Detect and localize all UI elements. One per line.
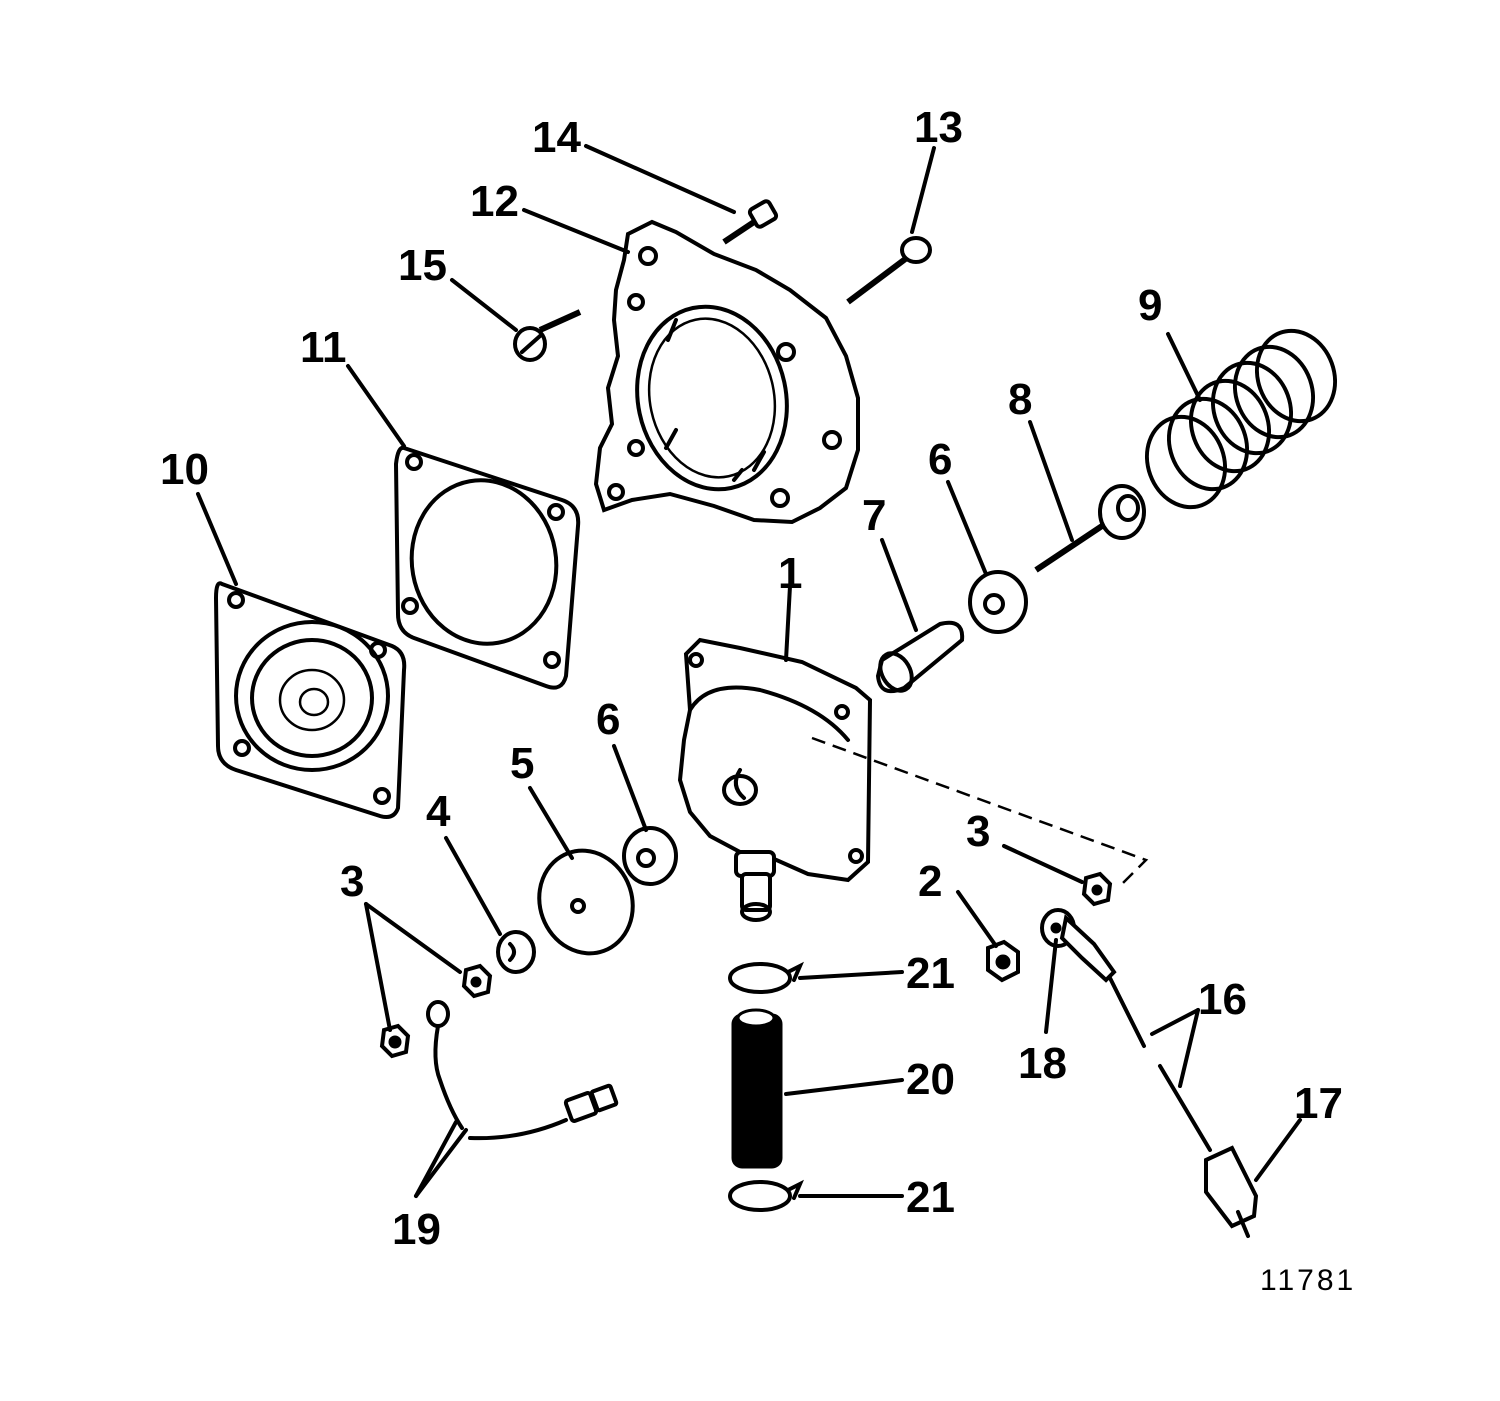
part-3-nut-b (379, 1023, 411, 1059)
part-12-bracket (593, 219, 860, 525)
part-17-terminal (1204, 1145, 1259, 1238)
callout-3-right: 3 (966, 807, 990, 856)
callout-9: 9 (1138, 281, 1162, 330)
part-10-diaphragm (213, 581, 407, 819)
callout-17: 17 (1294, 1079, 1343, 1128)
figure-number: 11781 (1260, 1264, 1356, 1297)
part-16-link (1059, 914, 1212, 1152)
callout-12: 12 (470, 177, 519, 226)
part-9-spring (1144, 328, 1338, 510)
callout-5: 5 (510, 739, 534, 788)
callout-7: 7 (862, 491, 886, 540)
callout-8: 8 (1008, 375, 1032, 424)
part-3-nut-c (1081, 871, 1113, 907)
callout-10: 10 (160, 445, 209, 494)
part-8-bolt (1034, 484, 1146, 573)
callout-21-upper: 21 (906, 949, 955, 998)
callout-15: 15 (398, 241, 447, 290)
part-11-gasket (393, 445, 581, 690)
part-6-washer-upper (968, 570, 1028, 634)
callout-1: 1 (778, 549, 802, 598)
callout-2: 2 (918, 857, 942, 906)
part-1-pump-body (677, 637, 873, 922)
callout-20: 20 (906, 1055, 955, 1104)
callout-4: 4 (426, 787, 451, 836)
callout-19: 19 (392, 1205, 441, 1254)
callout-18: 18 (1018, 1039, 1067, 1088)
callout-6-lower: 6 (596, 695, 620, 744)
callout-16: 16 (1198, 975, 1247, 1024)
part-2-nut (986, 939, 1020, 983)
leader-lines (196, 144, 1302, 1198)
part-21-clamp-upper (728, 961, 804, 994)
callout-3-left: 3 (340, 857, 364, 906)
part-15-screw (513, 309, 582, 362)
part-19-wire-lead (426, 1000, 619, 1141)
part-13-screw (846, 236, 932, 305)
part-7-sleeve (875, 620, 965, 693)
part-4-retainer (496, 930, 536, 974)
part-14-screw (722, 199, 779, 245)
part-21-clamp-lower (728, 1179, 804, 1212)
callout-6-upper: 6 (928, 435, 952, 484)
part-3-nut-a (461, 963, 493, 999)
assembly-guide-line (811, 736, 1149, 889)
callout-11: 11 (300, 323, 347, 372)
part-6-washer-lower (622, 826, 678, 886)
part-20-hose (731, 1008, 783, 1169)
callout-13: 13 (914, 103, 963, 152)
callout-14: 14 (532, 113, 581, 162)
callout-21-lower: 21 (906, 1173, 955, 1222)
